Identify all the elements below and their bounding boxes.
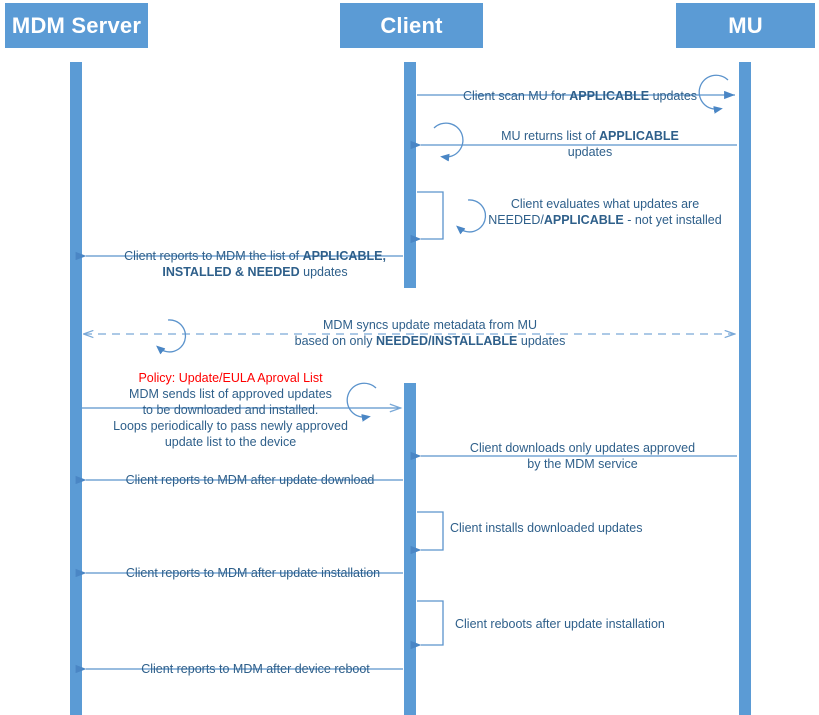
message-arrow-m3-self[interactable] xyxy=(410,191,487,244)
message-label-m9: Client installs downloaded updates xyxy=(450,520,700,536)
message-label-m3: Client evaluates what updates are NEEDED… xyxy=(480,196,730,228)
message-text-m3-line1: Client evaluates what updates are xyxy=(510,197,700,211)
message-label-m7: Client downloads only updates approved b… xyxy=(450,440,715,472)
lifeline-mu xyxy=(739,62,751,715)
message-label-m6: Policy: Update/EULA Aproval List MDM sen… xyxy=(88,370,373,450)
actor-label-mdm-server: MDM Server xyxy=(11,12,142,38)
message-text-m10: Client reports to MDM after update insta… xyxy=(125,566,381,580)
message-text-m6-line1: MDM sends list of approved updates xyxy=(129,387,332,401)
message-text-m4-line1: Client reports to MDM the list of APPLIC… xyxy=(124,249,386,263)
message-label-m5: MDM syncs update metadata from MU based … xyxy=(290,317,570,349)
actor-header-client[interactable]: Client xyxy=(340,3,483,48)
actor-label-mu: MU xyxy=(728,12,763,38)
message-text-m2-line2: updates xyxy=(567,145,613,159)
message-label-m12: Client reports to MDM after device reboo… xyxy=(118,661,393,677)
message-text-m6-line4: update list to the device xyxy=(164,435,297,449)
message-text-m4-line2: INSTALLED & NEEDED updates xyxy=(162,265,348,279)
message-label-m2: MU returns list of APPLICABLE updates xyxy=(470,128,710,160)
message-text-m2-line1: MU returns list of APPLICABLE xyxy=(501,129,679,143)
lifeline-mdm-server xyxy=(70,62,82,715)
message-label-m10: Client reports to MDM after update insta… xyxy=(108,565,398,581)
message-text-m5-line2: based on only NEEDED/INSTALLABLE updates xyxy=(294,334,566,348)
message-text-m7-line1: Client downloads only updates approved xyxy=(469,441,696,455)
actor-header-mdm-server[interactable]: MDM Server xyxy=(5,3,148,48)
message-label-m11: Client reboots after update installation xyxy=(455,616,715,632)
actor-label-client: Client xyxy=(380,12,443,38)
message-arrow-m11-self[interactable] xyxy=(410,600,444,650)
message-text-m8: Client reports to MDM after update downl… xyxy=(125,473,375,487)
actor-header-mu[interactable]: MU xyxy=(676,3,815,48)
message-text-m6-line2: to be downloaded and installed. xyxy=(142,403,319,417)
message-text-m3-line2: NEEDED/APPLICABLE - not yet installed xyxy=(488,213,722,227)
message-label-m4: Client reports to MDM the list of APPLIC… xyxy=(105,248,405,280)
message-text-m6-policy: Policy: Update/EULA Aproval List xyxy=(138,371,323,385)
message-text-m12: Client reports to MDM after device reboo… xyxy=(141,662,370,676)
lifeline-client-lower xyxy=(404,383,416,715)
message-text-m6-line3: Loops periodically to pass newly approve… xyxy=(113,419,348,433)
message-text-m11: Client reboots after update installation xyxy=(455,617,665,631)
message-text-m5-line1: MDM syncs update metadata from MU xyxy=(323,318,537,332)
message-label-m8: Client reports to MDM after update downl… xyxy=(110,472,390,488)
message-text-m9: Client installs downloaded updates xyxy=(450,521,643,535)
lifeline-client-upper xyxy=(404,62,416,288)
message-text-m7-line2: by the MDM service xyxy=(527,457,638,471)
message-label-m1: Client scan MU for APPLICABLE updates xyxy=(455,88,705,104)
message-arrow-m9-self[interactable] xyxy=(410,511,444,555)
message-text-m1: Client scan MU for APPLICABLE updates xyxy=(462,89,698,103)
